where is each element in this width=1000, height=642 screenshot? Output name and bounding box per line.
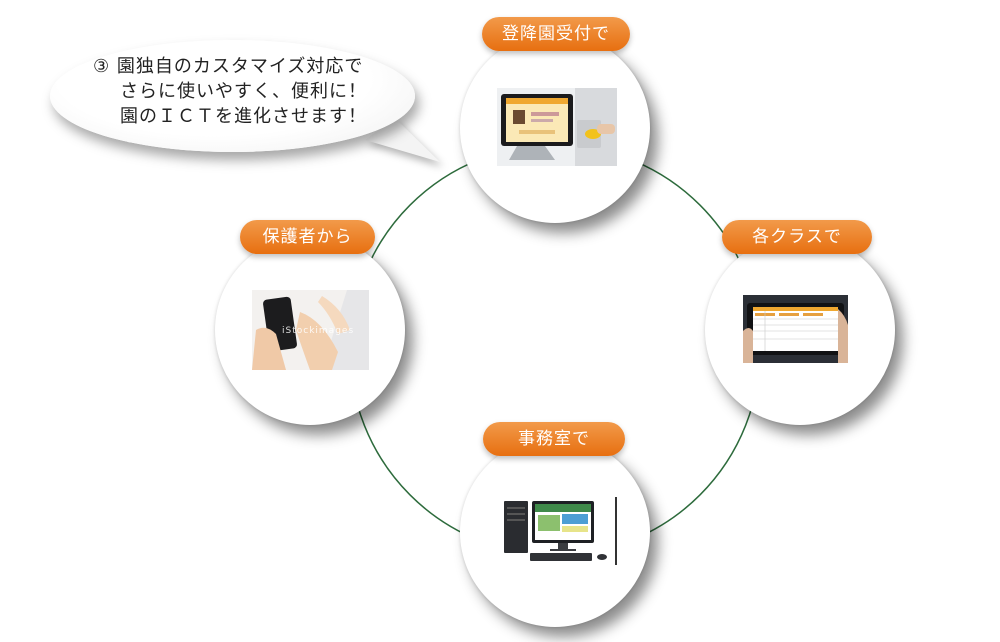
tablet-reception-photo xyxy=(497,88,617,166)
speech-bubble xyxy=(50,40,415,152)
label-parents: 保護者から xyxy=(240,220,375,254)
circled-number-three: ③ xyxy=(93,56,111,77)
callout-text: ③ 園独自のカスタマイズ対応で さらに使いやすく、便利に！ 園のＩＣＴを進化させ… xyxy=(93,54,423,129)
callout-line-2: さらに使いやすく、便利に！ xyxy=(120,81,367,102)
callout-line-1: ③ 園独自のカスタマイズ対応で xyxy=(93,54,423,79)
watermark-text: iStockimages xyxy=(282,326,355,336)
callout-line-3: 園のＩＣＴを進化させます！ xyxy=(120,106,367,127)
label-classes: 各クラスで xyxy=(722,220,872,254)
label-office: 事務室で xyxy=(483,422,625,456)
tablet-class-photo xyxy=(743,295,848,363)
office-pc-photo xyxy=(500,497,618,565)
callout-line-1-text: 園独自のカスタマイズ対応で xyxy=(116,56,364,77)
label-reception: 登降園受付で xyxy=(482,17,630,51)
smartphone-photo: iStockimages xyxy=(252,290,369,370)
